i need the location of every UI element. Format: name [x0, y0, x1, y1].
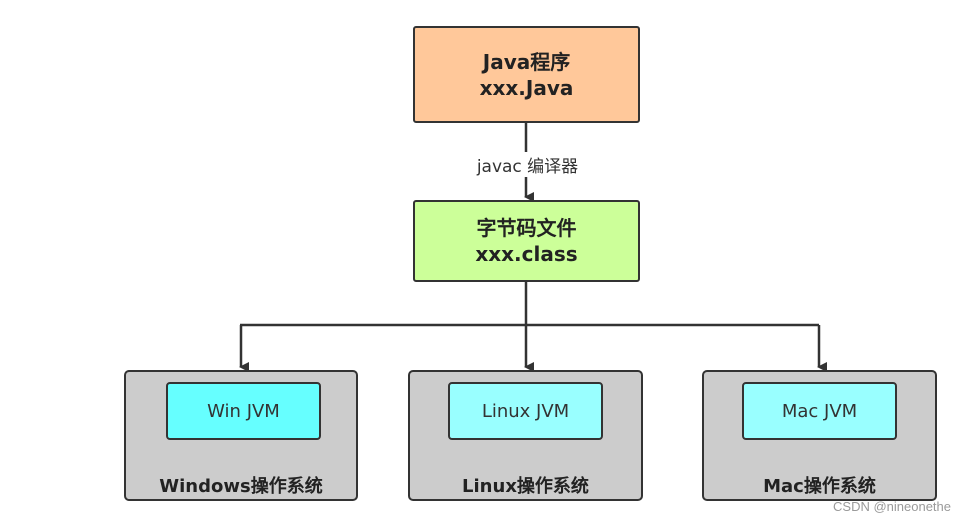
watermark: CSDN @nineonethe — [833, 499, 951, 514]
java-program-filename: xxx.Java — [479, 75, 574, 100]
windows-jvm-box: Win JVM — [166, 382, 321, 440]
bytecode-file-box: 字节码文件 xxx.class — [413, 200, 640, 282]
mac-os-label: Mac操作系统 — [763, 476, 876, 497]
bytecode-title: 字节码文件 — [476, 216, 577, 240]
java-program-title: Java程序 — [482, 49, 571, 74]
windows-os-box: Win JVM Windows操作系统 — [124, 370, 358, 501]
mac-os-box: Mac JVM Mac操作系统 — [702, 370, 937, 501]
compiler-label: javac 编译器 — [440, 152, 615, 177]
windows-os-label: Windows操作系统 — [159, 476, 323, 497]
linux-jvm-box: Linux JVM — [448, 382, 603, 440]
linux-os-label: Linux操作系统 — [462, 476, 589, 497]
mac-jvm-box: Mac JVM — [742, 382, 897, 440]
linux-os-box: Linux JVM Linux操作系统 — [408, 370, 643, 501]
java-program-box: Java程序 xxx.Java — [413, 26, 640, 123]
bytecode-filename: xxx.class — [475, 242, 578, 266]
